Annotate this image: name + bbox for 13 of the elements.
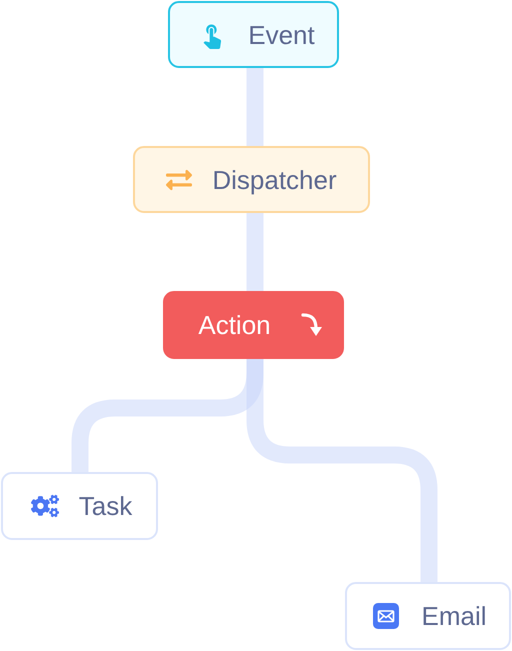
process-box	[1, 472, 158, 540]
node-label: Dispatcher	[212, 166, 337, 192]
connector	[246, 359, 438, 582]
node-label: Email	[421, 603, 486, 629]
process-box	[168, 1, 339, 68]
node-label: Event	[248, 22, 315, 48]
connector	[246, 213, 264, 291]
process-box	[345, 582, 511, 650]
node-label: Task	[78, 493, 132, 519]
process-box	[163, 291, 344, 359]
process-box	[133, 146, 370, 213]
connector	[246, 68, 264, 146]
node-label: Action	[198, 312, 271, 338]
